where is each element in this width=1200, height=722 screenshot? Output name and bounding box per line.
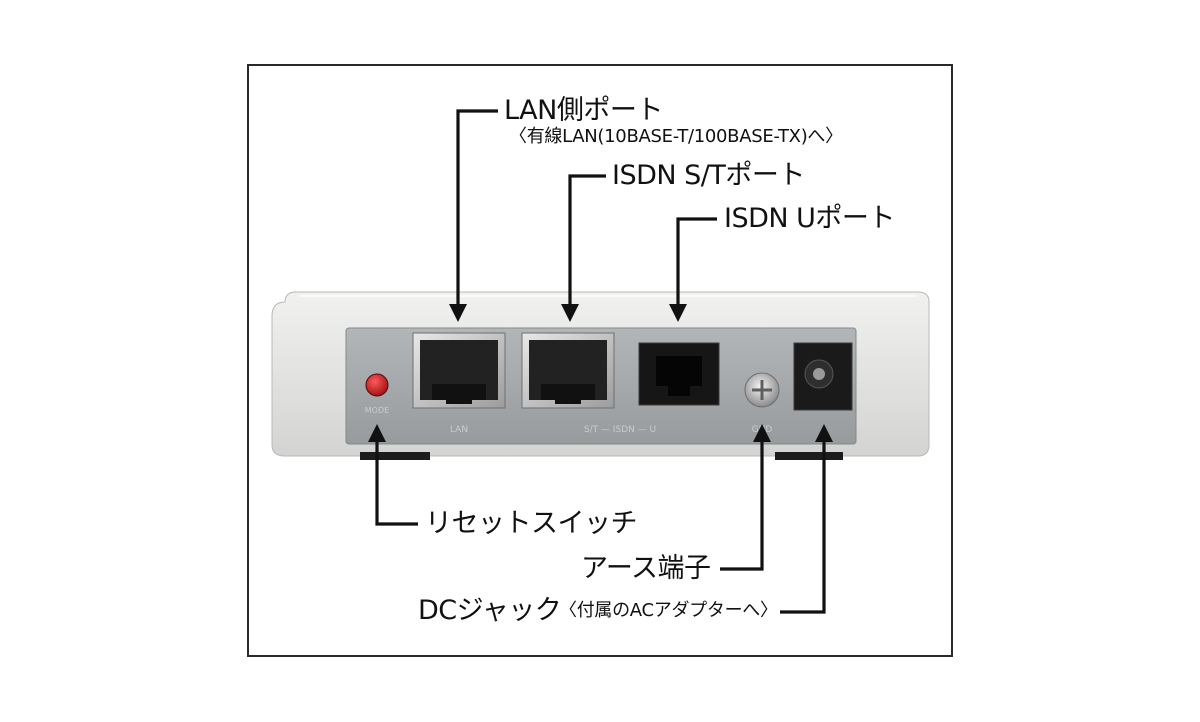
mode-marking: MODE	[365, 406, 389, 415]
lan-port-label: LAN側ポート	[504, 95, 663, 126]
ground-leader	[720, 440, 764, 571]
ground-terminal-label: アース端子	[581, 553, 711, 584]
isdn-st-port	[521, 332, 615, 409]
arrowheads	[368, 304, 833, 442]
lan-port	[412, 332, 506, 409]
ground-terminal	[744, 372, 780, 408]
reset-switch-label: リセットスイッチ	[425, 508, 638, 539]
dc-jack-label: DCジャック	[418, 595, 562, 626]
isdn-st-leader	[568, 174, 606, 308]
dc-leader	[780, 440, 826, 614]
lan-port-note: 〈有線LAN(10BASE-T/100BASE-TX)へ〉	[509, 126, 843, 147]
reset-leader	[375, 440, 418, 526]
lan-marking: LAN	[450, 425, 468, 435]
isdn-u-leader	[676, 217, 717, 308]
isdn-u-port-label: ISDN Uポート	[724, 203, 895, 234]
leader-lines	[375, 109, 826, 614]
isdn-marking: S/T — ISDN — U	[584, 425, 656, 435]
isdn-st-port-label: ISDN S/Tポート	[612, 160, 805, 191]
dc-jack-note: 〈付属のACアダプターへ〉	[559, 600, 778, 621]
reset-switch	[365, 373, 389, 397]
isdn-u-port	[638, 342, 720, 406]
dc-jack	[793, 342, 853, 411]
lan-leader	[456, 109, 498, 308]
